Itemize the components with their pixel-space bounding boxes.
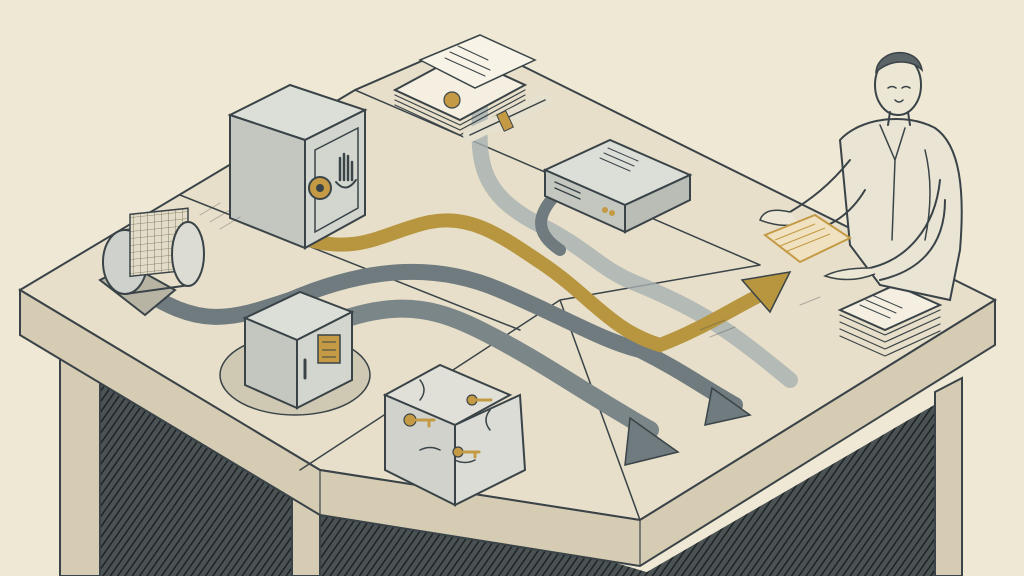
paper-stack-icon (837, 283, 943, 357)
server-rack-icon (542, 138, 693, 234)
scroll-icon (463, 93, 552, 142)
key-puzzle-cube-icon (382, 363, 527, 507)
held-documents-icon (763, 213, 853, 264)
data-pathways (127, 92, 798, 466)
keypad-safe-icon (219, 290, 371, 416)
arrow-gray-2-icon (624, 416, 680, 466)
document-stack-icon (392, 34, 537, 136)
cipher-drum-icon (98, 207, 205, 317)
arrow-gray-1-icon (704, 386, 752, 426)
sketch-shading (199, 202, 821, 338)
arrow-gold-icon (740, 271, 792, 314)
highlighted-gold-path (303, 213, 792, 353)
safe-icon (227, 83, 368, 250)
person-icon (759, 51, 963, 302)
